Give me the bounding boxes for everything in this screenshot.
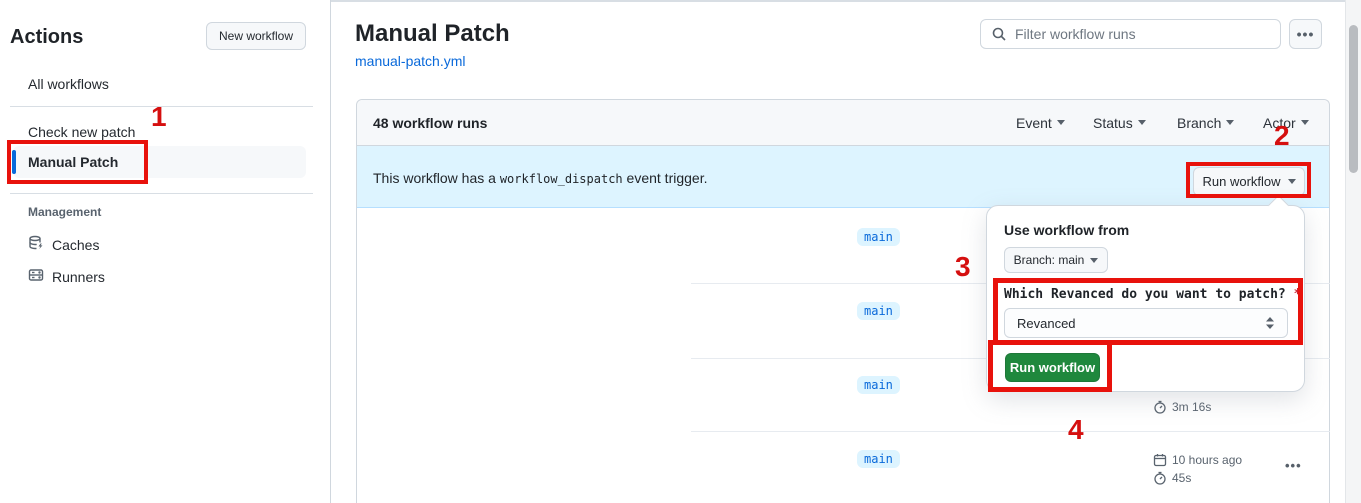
row-divider: [691, 431, 1330, 432]
workflow-dispatch-code: workflow_dispatch: [499, 172, 623, 186]
workflow-runs-count: 48 workflow runs: [373, 114, 488, 131]
annotation-box-3: [993, 278, 1303, 345]
branch-badge[interactable]: main: [857, 376, 900, 394]
annotation-number-2: 2: [1274, 120, 1290, 151]
branch-select-button[interactable]: Branch: main: [1004, 247, 1108, 273]
table-row[interactable]: main: [857, 228, 900, 246]
calendar-icon: [1153, 453, 1167, 467]
cache-icon: [28, 235, 44, 254]
annotation-box-4: [988, 340, 1112, 392]
caret-down-icon: [1287, 179, 1296, 184]
server-icon: [28, 267, 44, 286]
workflow-file-link[interactable]: manual-patch.yml: [355, 53, 466, 69]
search-icon: [991, 26, 1007, 42]
caret-down-icon: [1137, 120, 1146, 125]
event-filter-dropdown[interactable]: Event: [1016, 115, 1065, 131]
sidebar-item-runners[interactable]: Runners: [28, 267, 105, 286]
filter-label: Event: [1016, 114, 1052, 131]
branch-badge[interactable]: main: [857, 228, 900, 246]
branch-badge[interactable]: main: [857, 302, 900, 320]
annotation-number-3: 3: [955, 251, 971, 282]
status-filter-dropdown[interactable]: Status: [1093, 115, 1146, 131]
caret-down-icon: [1090, 257, 1099, 263]
workflow-input-label: Which Revanced do you want to patch? *: [1004, 287, 1302, 302]
run-workflow-dropdown-button[interactable]: Run workflow: [1193, 167, 1305, 196]
stopwatch-icon: [1153, 471, 1167, 485]
stopwatch-icon: [1153, 400, 1167, 414]
run-time: 10 hours ago: [1153, 453, 1242, 467]
run-kebab-button[interactable]: •••: [1285, 458, 1302, 473]
page-kebab-button[interactable]: •••: [1289, 19, 1322, 49]
annotation-number-4: 4: [1068, 414, 1084, 445]
actions-sidebar: Actions New workflow All workflows Check…: [0, 0, 331, 503]
annotation-box-1: [7, 140, 148, 184]
actor-filter-dropdown[interactable]: Actor: [1263, 115, 1309, 131]
new-workflow-button[interactable]: New workflow: [206, 22, 306, 50]
required-asterisk: *: [1293, 287, 1302, 302]
runs-header: 48 workflow runs Event Status Branch Act…: [357, 100, 1329, 146]
select-caret-icon: [1265, 316, 1275, 330]
page-scrollbar-track[interactable]: [1345, 0, 1361, 503]
sidebar-divider: [10, 106, 313, 107]
table-row[interactable]: main: [857, 302, 900, 320]
banner-text: This workflow has a workflow_dispatch ev…: [373, 170, 708, 186]
top-border: [0, 0, 1345, 2]
sidebar-title: Actions: [10, 26, 84, 48]
filter-workflow-runs-input[interactable]: [1015, 26, 1270, 42]
sidebar-item-selected-bg: [13, 146, 306, 178]
revanced-select[interactable]: Revanced: [1004, 308, 1288, 338]
run-duration: 3m 16s: [1153, 400, 1211, 414]
filter-label: Branch: [1177, 114, 1222, 131]
panel-title: Use workflow from: [1004, 222, 1130, 238]
caret-down-icon: [1226, 120, 1235, 125]
sidebar-item-check-new-patch[interactable]: Check new patch: [28, 124, 136, 140]
select-value: Revanced: [1017, 315, 1076, 331]
table-row[interactable]: main: [857, 376, 900, 394]
run-workflow-submit-button[interactable]: Run workflow: [1005, 353, 1100, 382]
sidebar-selected-indicator: [12, 150, 16, 174]
caret-down-icon: [1056, 120, 1065, 125]
caret-down-icon: [1300, 120, 1309, 125]
sidebar-item-label: Runners: [52, 268, 105, 285]
sidebar-item-caches[interactable]: Caches: [28, 235, 99, 254]
sidebar-item-label: Caches: [52, 236, 100, 253]
annotation-number-1: 1: [151, 101, 167, 132]
page-scrollbar-thumb[interactable]: [1349, 25, 1358, 173]
filter-workflow-runs-search[interactable]: [980, 19, 1281, 49]
filter-label: Actor: [1263, 114, 1296, 131]
run-workflow-label: Run workflow: [1202, 174, 1281, 189]
run-duration: 45s: [1153, 471, 1191, 485]
table-row[interactable]: main: [857, 450, 900, 468]
annotation-box-2: [1186, 162, 1311, 198]
branch-filter-dropdown[interactable]: Branch: [1177, 114, 1235, 131]
sidebar-item-all-workflows[interactable]: All workflows: [28, 76, 109, 92]
sidebar-divider: [10, 193, 313, 194]
branch-select-label: Branch: main: [1013, 253, 1085, 267]
branch-badge[interactable]: main: [857, 450, 900, 468]
sidebar-item-manual-patch[interactable]: Manual Patch: [28, 154, 119, 170]
page-title: Manual Patch: [355, 20, 510, 47]
filter-label: Status: [1093, 114, 1133, 131]
run-workflow-panel: Use workflow from Branch: main Which Rev…: [986, 205, 1305, 392]
workflow-dispatch-banner: This workflow has a workflow_dispatch ev…: [357, 146, 1329, 208]
management-section-label: Management: [28, 205, 102, 219]
